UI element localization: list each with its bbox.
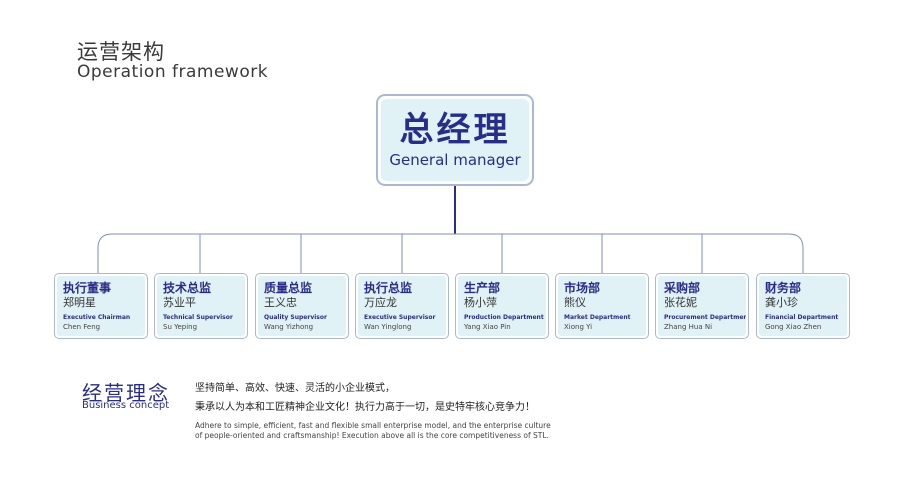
- dept-person: 万应龙: [364, 296, 397, 309]
- dept-title: 生产部: [464, 281, 501, 295]
- dept-person: 张花妮: [664, 296, 697, 309]
- dept-node-market: 市场部 熊仪 Market Department Xiong Yi: [555, 273, 649, 339]
- dept-title-en: Procurement Department: [664, 314, 746, 321]
- dept-title: 质量总监: [264, 281, 313, 295]
- dept-title: 财务部: [765, 281, 802, 295]
- dept-node-inner: 市场部 熊仪 Market Department Xiong Yi: [558, 276, 646, 336]
- general-manager-title-en: General manager: [389, 151, 521, 169]
- dept-node-inner: 技术总监 苏业平 Technical Supervisor Su Yeping: [157, 276, 245, 336]
- dept-title-en: Financial Department: [765, 314, 839, 321]
- business-concept-text-cn-2: 秉承以人为本和工匠精神企业文化！执行力高于一切，是史特牢核心竞争力！: [195, 402, 535, 413]
- dept-node-inner: 质量总监 王义忠 Quality Supervisor Wang Yizhong: [258, 276, 346, 336]
- dept-person: 王义忠: [264, 296, 297, 309]
- dept-title: 技术总监: [163, 281, 212, 295]
- dept-node-quality-supervisor: 质量总监 王义忠 Quality Supervisor Wang Yizhong: [255, 273, 349, 339]
- general-manager-node: 总经理 General manager: [376, 94, 534, 186]
- dept-node-production: 生产部 杨小萍 Production Department Yang Xiao …: [455, 273, 549, 339]
- dept-node-inner: 执行董事 郑明星 Executive Chairman Chen Feng: [57, 276, 145, 336]
- general-manager-node-inner: 总经理 General manager: [381, 99, 529, 181]
- business-concept-text-en-1: Adhere to simple, efficient, fast and fl…: [195, 421, 551, 430]
- page-title-en: Operation framework: [77, 62, 269, 82]
- dept-person-en: Gong Xiao Zhen: [765, 323, 822, 331]
- dept-title: 执行董事: [63, 281, 112, 295]
- dept-node-executive-chairman: 执行董事 郑明星 Executive Chairman Chen Feng: [54, 273, 148, 339]
- dept-title-en: Quality Supervisor: [264, 314, 327, 321]
- dept-person-en: Yang Xiao Pin: [464, 323, 511, 331]
- page-title-cn: 运营架构: [77, 40, 165, 64]
- dept-person: 苏业平: [163, 296, 196, 309]
- dept-person-en: Xiong Yi: [564, 323, 593, 331]
- dept-person: 郑明星: [63, 296, 96, 309]
- dept-title-en: Technical Supervisor: [163, 314, 233, 321]
- dept-title-en: Executive Chairman: [63, 314, 131, 321]
- general-manager-title-cn: 总经理: [399, 110, 511, 150]
- dept-person-en: Chen Feng: [63, 323, 101, 331]
- dept-person-en: Su Yeping: [163, 323, 198, 331]
- dept-title-en: Production Department: [464, 314, 544, 321]
- dept-node-financial: 财务部 龚小珍 Financial Department Gong Xiao Z…: [756, 273, 850, 339]
- dept-person-en: Wang Yizhong: [264, 323, 314, 331]
- dept-title-en: Market Department: [564, 314, 631, 321]
- dept-person: 熊仪: [564, 296, 586, 309]
- dept-node-executive-supervisor: 执行总监 万应龙 Executive Supervisor Wan Yinglo…: [355, 273, 449, 339]
- dept-node-inner: 执行总监 万应龙 Executive Supervisor Wan Yinglo…: [358, 276, 446, 336]
- dept-node-technical-supervisor: 技术总监 苏业平 Technical Supervisor Su Yeping: [154, 273, 248, 339]
- dept-person-en: Wan Yinglong: [364, 323, 412, 331]
- dept-person-en: Zhang Hua Ni: [664, 323, 713, 331]
- connector-bar: [97, 233, 804, 273]
- business-concept-text-cn-1: 坚持简单、高效、快速、灵活的小企业模式，: [195, 383, 395, 394]
- dept-title: 采购部: [664, 281, 701, 295]
- dept-node-inner: 采购部 张花妮 Procurement Department Zhang Hua…: [658, 276, 746, 336]
- business-concept-text-en-2: of people-oriented and craftsmanship! Ex…: [195, 431, 549, 440]
- dept-node-inner: 生产部 杨小萍 Production Department Yang Xiao …: [458, 276, 546, 336]
- business-concept-title-cn: 经营理念: [82, 381, 170, 405]
- business-concept-title-en: Business concept: [82, 400, 170, 411]
- dept-title: 市场部: [564, 281, 601, 295]
- dept-person: 龚小珍: [765, 296, 798, 309]
- dept-node-inner: 财务部 龚小珍 Financial Department Gong Xiao Z…: [759, 276, 847, 336]
- dept-title: 执行总监: [364, 281, 413, 295]
- dept-node-procurement: 采购部 张花妮 Procurement Department Zhang Hua…: [655, 273, 749, 339]
- dept-person: 杨小萍: [464, 296, 497, 309]
- dept-title-en: Executive Supervisor: [364, 314, 436, 321]
